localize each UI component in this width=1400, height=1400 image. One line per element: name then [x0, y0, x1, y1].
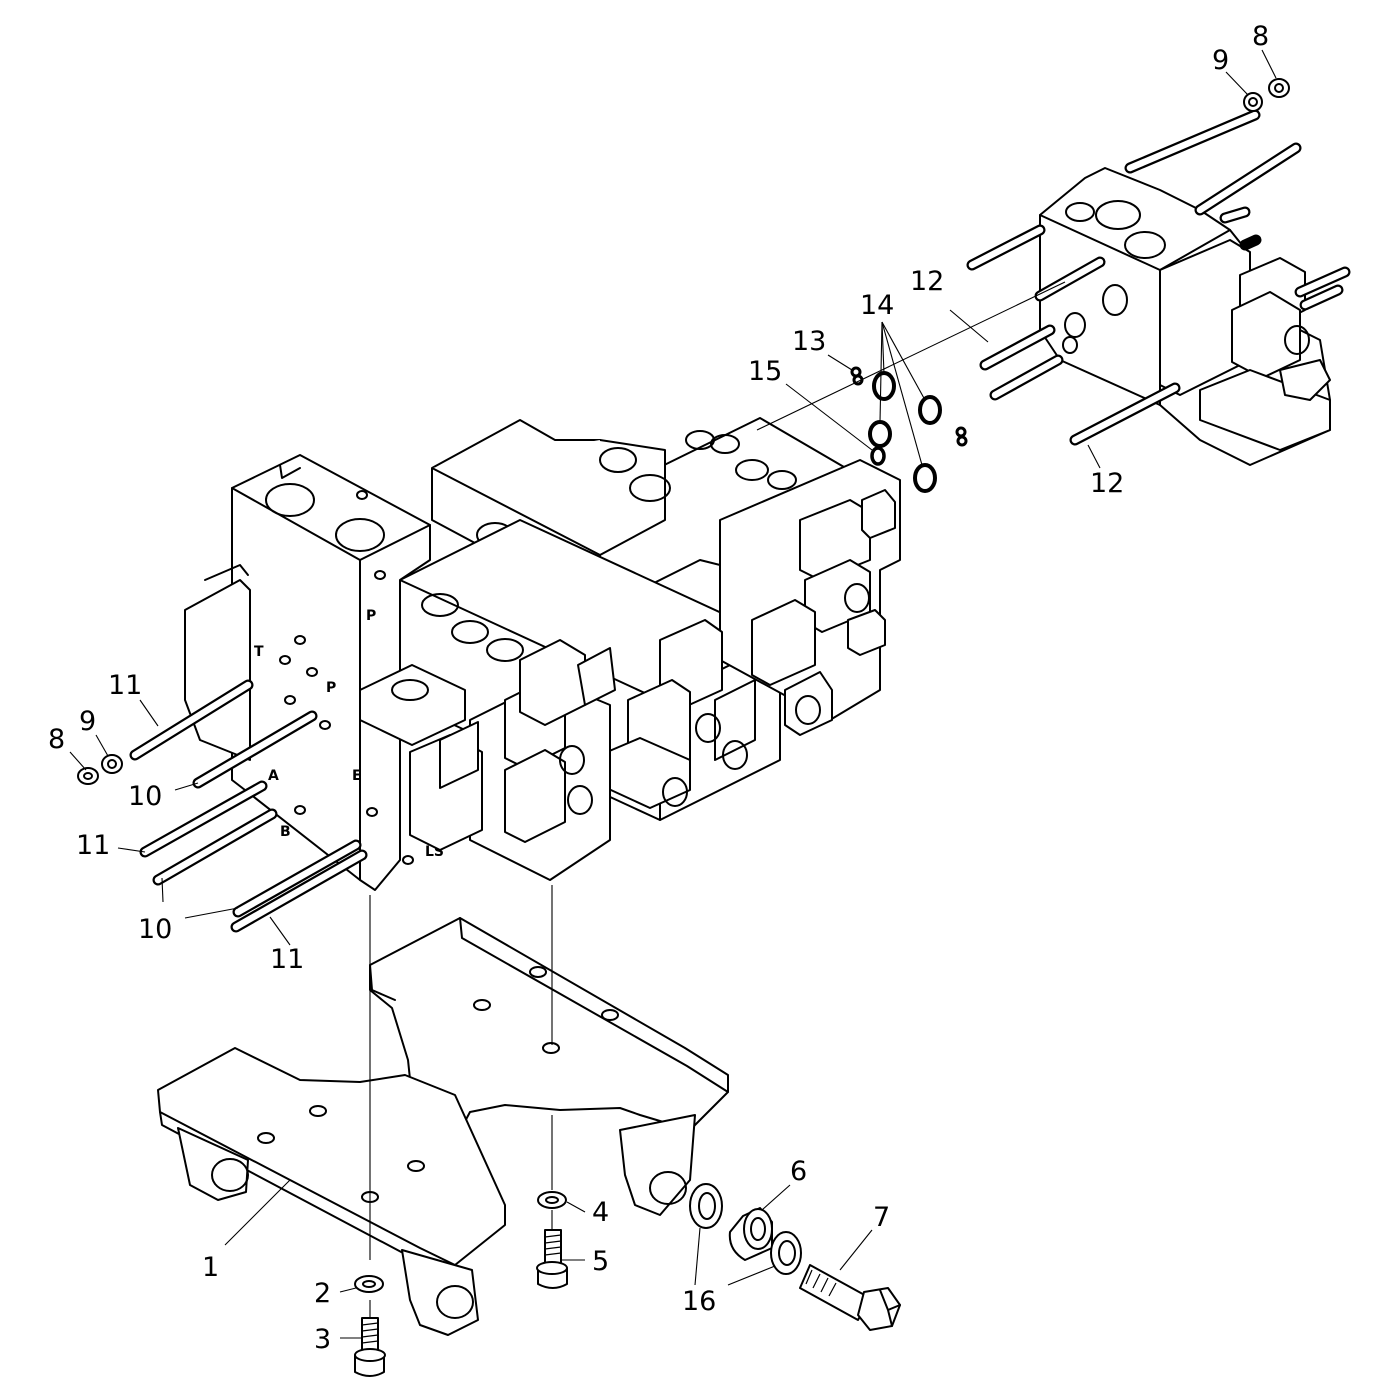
- callout-11-middle: 11: [76, 830, 110, 861]
- callout-15: 15: [748, 356, 782, 387]
- ring-16-front: [689, 1183, 723, 1229]
- callout-2: 2: [314, 1278, 331, 1309]
- tie-rods: [129, 109, 1351, 933]
- callout-9-left: 9: [79, 706, 96, 737]
- port-mark-e: E: [352, 768, 362, 784]
- port-mark-p-top: P: [366, 608, 376, 624]
- callout-10-lower: 10: [138, 914, 172, 945]
- port-mark-b: B: [280, 824, 291, 840]
- washer-2: [354, 1275, 384, 1293]
- port-mark-a: A: [268, 768, 279, 784]
- nut-8-right: [1268, 78, 1290, 98]
- ring-16-rear: [770, 1231, 802, 1275]
- screw-5: [536, 1229, 568, 1289]
- callout-11-top: 11: [108, 670, 142, 701]
- callout-7: 7: [873, 1202, 890, 1233]
- washer-4: [537, 1191, 567, 1209]
- callout-labels: 1 2 3 4 5 6 7 8 8 9 9 10 10 11 11 11 12 …: [48, 21, 1269, 1355]
- o-rings-13: [850, 366, 968, 447]
- callout-14: 14: [860, 290, 894, 321]
- callout-leaders: [69, 49, 1277, 1339]
- callout-13: 13: [792, 326, 826, 357]
- callout-9-right: 9: [1212, 45, 1229, 76]
- bolt-7: [799, 1264, 901, 1331]
- port-mark-t: T: [254, 644, 264, 660]
- callout-1: 1: [202, 1252, 219, 1283]
- callout-6: 6: [790, 1156, 807, 1187]
- main-valve-block: T P P E A B LS: [184, 417, 901, 891]
- nut-8-left: [77, 767, 99, 785]
- callout-4: 4: [592, 1197, 609, 1228]
- bushing-6: [728, 1207, 773, 1261]
- screw-3: [354, 1317, 386, 1377]
- callout-16: 16: [682, 1286, 716, 1317]
- callout-3: 3: [314, 1324, 331, 1355]
- callout-8-right: 8: [1252, 21, 1269, 52]
- callout-12-upper: 12: [910, 266, 944, 297]
- alignment-lines: [369, 281, 1066, 1318]
- callout-8-left: 8: [48, 724, 65, 755]
- washer-9-left: [101, 754, 123, 774]
- callout-10-upper: 10: [128, 781, 162, 812]
- mounting-bracket: [157, 917, 729, 1336]
- washer-9-right: [1243, 92, 1263, 112]
- callout-12-lower: 12: [1090, 468, 1124, 499]
- callout-5: 5: [592, 1246, 609, 1277]
- port-mark-p-front: P: [326, 680, 336, 696]
- callout-11-bottom: 11: [270, 944, 304, 975]
- o-ring-15: [870, 446, 886, 466]
- rear-valve-section: [1039, 167, 1331, 466]
